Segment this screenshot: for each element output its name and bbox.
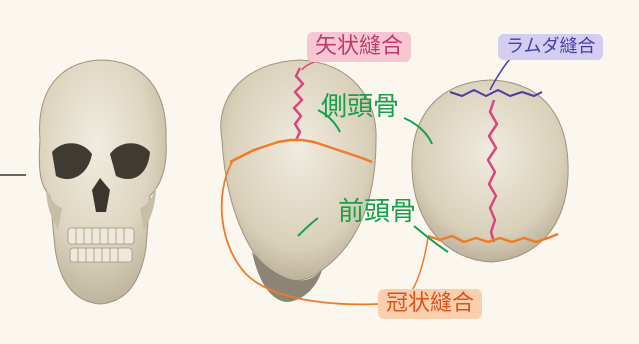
coronal-suture-label: 冠状縫合 <box>378 289 482 319</box>
parietal-bone-label: 側頭骨 <box>321 92 399 122</box>
lambdoid-suture-label: ラムダ縫合 <box>498 34 603 60</box>
frontal-bone-label: 前頭骨 <box>338 197 416 227</box>
sagittal-suture-label: 矢状縫合 <box>307 32 411 62</box>
front-skull <box>39 60 166 304</box>
top-skull-vertical <box>412 80 568 262</box>
coronal-callout-line <box>410 238 428 294</box>
